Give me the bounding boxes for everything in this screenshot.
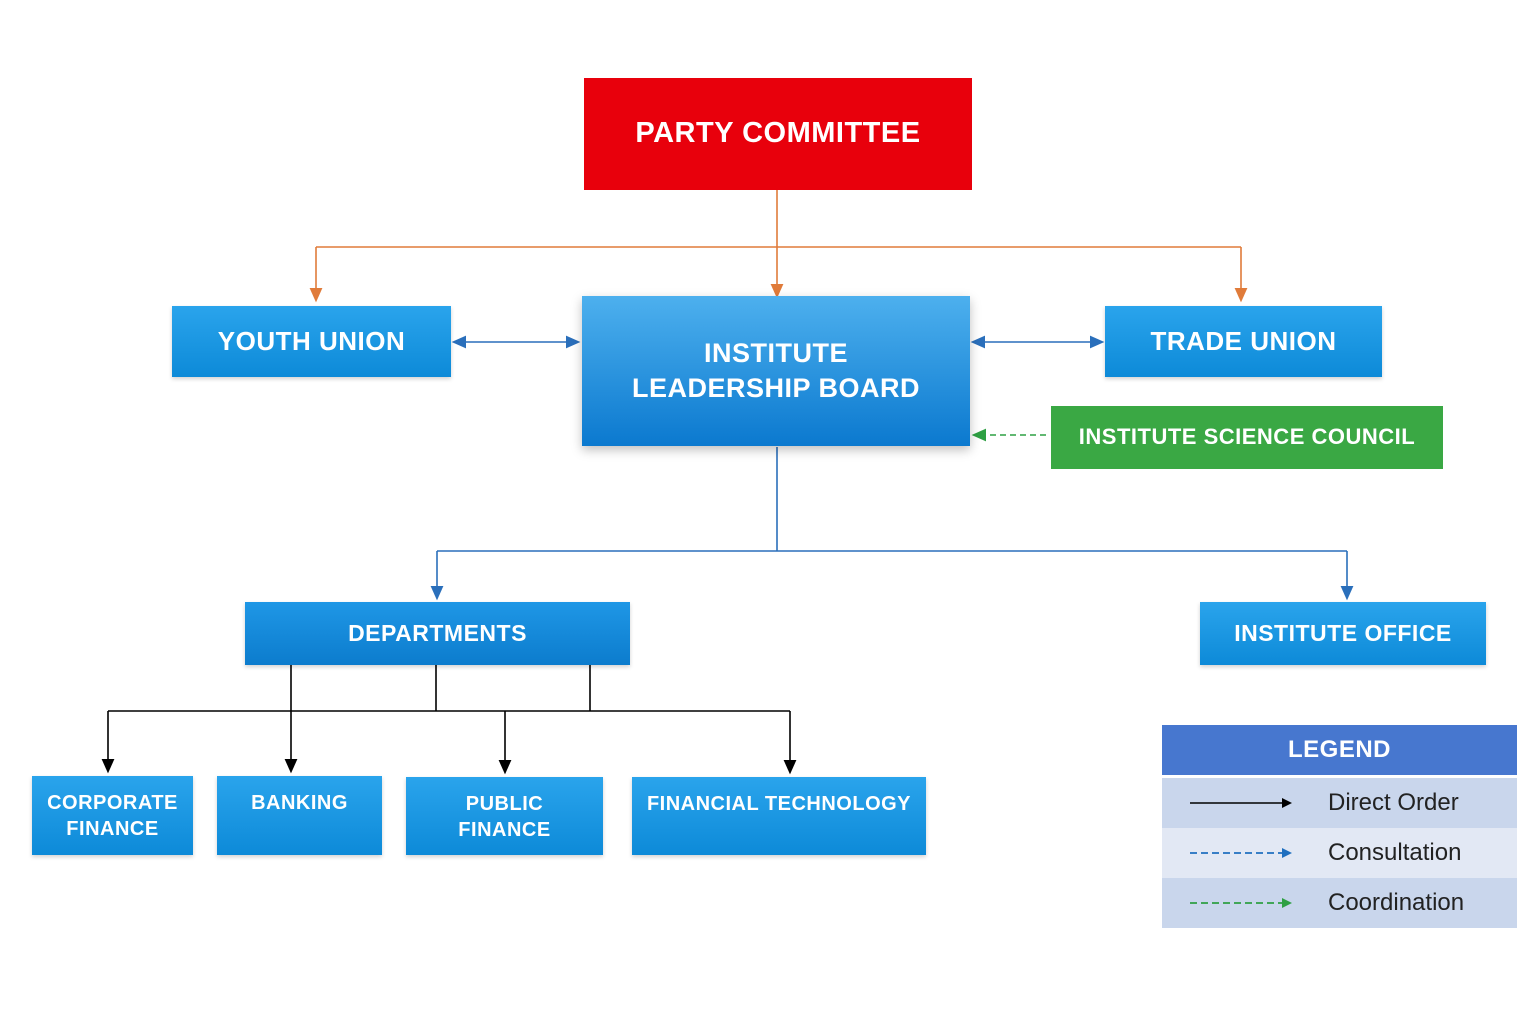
solid-arrow-icon bbox=[1190, 798, 1292, 808]
institute-science-council-box: INSTITUTE SCIENCE COUNCIL bbox=[1051, 406, 1443, 469]
legend-item-direct-order: Direct Order bbox=[1162, 778, 1517, 828]
legend-label: Direct Order bbox=[1328, 789, 1459, 816]
trade-union-box: TRADE UNION bbox=[1105, 306, 1382, 377]
legend-item-consultation: Consultation bbox=[1162, 828, 1517, 878]
public-finance-box: PUBLIC FINANCE bbox=[406, 777, 603, 855]
party-committee-box: PARTY COMMITTEE bbox=[584, 78, 972, 190]
department-links bbox=[101, 665, 797, 775]
dashed-green-arrow-icon bbox=[1190, 898, 1292, 908]
dashed-blue-arrow-icon bbox=[1190, 848, 1292, 858]
legend-item-coordination: Coordination bbox=[1162, 878, 1517, 928]
departments-box: DEPARTMENTS bbox=[245, 602, 630, 665]
financial-technology-box: FINANCIAL TECHNOLOGY bbox=[632, 777, 926, 855]
legend-title: LEGEND bbox=[1162, 725, 1517, 778]
party-links bbox=[309, 190, 1248, 303]
institute-office-box: INSTITUTE OFFICE bbox=[1200, 602, 1486, 665]
banking-box: BANKING bbox=[217, 776, 382, 855]
corporate-finance-box: CORPORATE FINANCE bbox=[32, 776, 193, 855]
legend-label: Coordination bbox=[1328, 889, 1465, 916]
youth-union-box: YOUTH UNION bbox=[172, 306, 451, 377]
legend-panel: LEGEND Direct Order Consultation Coordin… bbox=[1162, 725, 1517, 928]
board-links bbox=[430, 447, 1354, 601]
institute-leadership-board-box: INSTITUTE LEADERSHIP BOARD bbox=[582, 296, 970, 446]
legend-label: Consultation bbox=[1328, 839, 1462, 866]
